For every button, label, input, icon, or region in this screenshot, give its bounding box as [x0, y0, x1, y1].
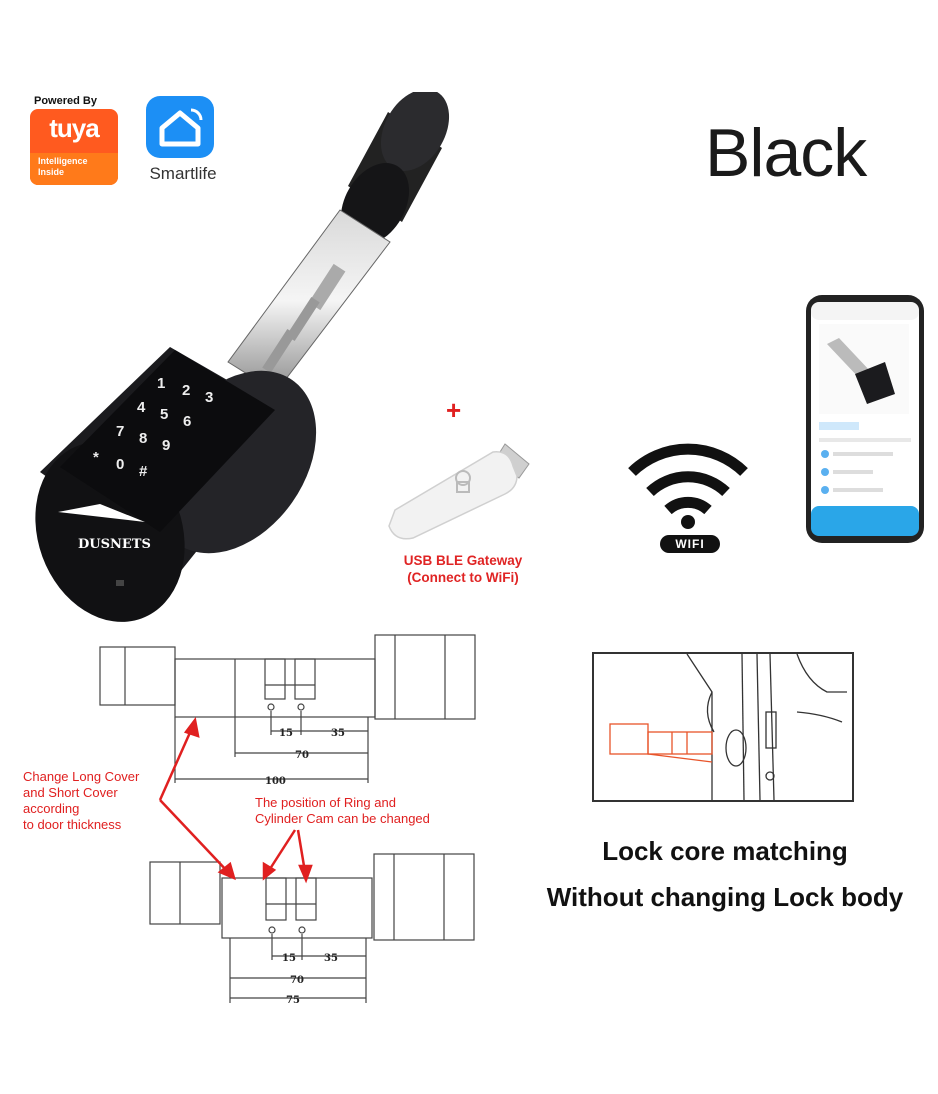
cylinder-dimension-drawing-bottom: 15 35 70 75 — [149, 853, 475, 1006]
lock-core-highlight — [609, 723, 713, 763]
smart-lock-illustration: 1 2 3 4 5 6 7 8 9 * 0 # DUSNETS — [35, 92, 450, 622]
key-2: 2 — [182, 382, 190, 399]
smartlife-label: Smartlife — [149, 164, 217, 183]
gateway-label: USB BLE Gateway (Connect to WiFi) — [403, 553, 523, 585]
watermark-text: DUSNETS — [78, 537, 151, 552]
plus-sign: + — [446, 395, 462, 425]
top-dim-15: 15 — [279, 728, 293, 739]
top-dim-total: 100 — [265, 776, 286, 787]
key-7: 7 — [116, 423, 124, 440]
bottom-dim-total: 75 — [286, 995, 300, 1006]
tuya-logo: Powered By tuya Intelligence Inside — [30, 95, 120, 187]
key-8: 8 — [139, 430, 147, 447]
wifi-icon — [628, 443, 748, 529]
tuya-brand: tuya — [49, 113, 99, 143]
key-3: 3 — [205, 389, 213, 406]
cylinder-dimension-drawing-top: 15 35 70 100 — [99, 634, 476, 787]
usb-port — [116, 580, 124, 586]
key-9: 9 — [162, 437, 170, 454]
key-1: 1 — [157, 375, 165, 392]
lock-symbol-icon — [455, 470, 471, 486]
tuya-tagline: Intelligence Inside — [38, 156, 88, 177]
keypad-keys: 1 2 3 4 5 6 7 8 9 * 0 # — [93, 375, 213, 480]
bottom-dim-35: 35 — [324, 953, 338, 964]
key-4: 4 — [137, 399, 146, 416]
smartphone-illustration — [806, 295, 924, 543]
note-change-cover: Change Long Cover and Short Cover accord… — [23, 769, 140, 832]
tuya-badge: tuya Intelligence Inside — [30, 109, 118, 185]
lock-cylinder-shaft — [227, 209, 391, 393]
bottom-dim-70: 70 — [290, 975, 304, 986]
key-hash: # — [139, 463, 148, 480]
color-variant-title: Black — [705, 115, 867, 191]
wifi-label: WIFI — [660, 535, 720, 553]
note-ring-position: The position of Ring and Cylinder Cam ca… — [255, 795, 430, 826]
usb-gateway-illustration — [388, 443, 530, 540]
key-star: * — [93, 449, 99, 466]
bottom-dim-15: 15 — [282, 953, 296, 964]
smartlife-logo: Smartlife — [138, 96, 228, 188]
annotation-arrows — [158, 716, 313, 884]
dusnets-watermark: DUSNETS — [58, 504, 151, 552]
smartlife-home-icon — [146, 96, 214, 158]
top-dim-35: 35 — [331, 728, 345, 739]
top-dim-70: 70 — [295, 750, 309, 761]
key-5: 5 — [160, 406, 168, 423]
tuya-powered-by: Powered By — [34, 95, 97, 107]
lock-core-caption: Lock core matching Without changing Lock… — [546, 836, 904, 912]
key-6: 6 — [183, 413, 191, 430]
key-0: 0 — [116, 456, 124, 473]
door-installation-illustration — [592, 652, 854, 802]
